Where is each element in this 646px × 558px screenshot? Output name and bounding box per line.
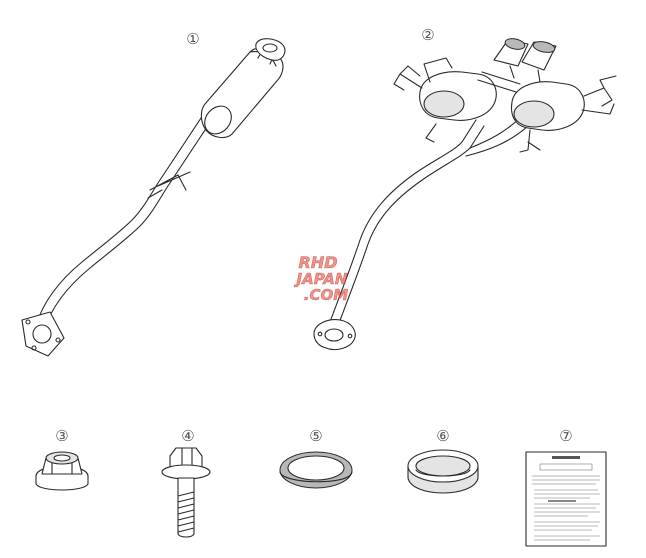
label-part-5: ⑤ xyxy=(309,427,322,445)
rear-muffler-part: ② xyxy=(313,26,617,351)
watermark-line-2: JAPAN xyxy=(294,270,348,288)
label-part-6: ⑥ xyxy=(436,427,449,445)
label-part-7: ⑦ xyxy=(559,427,572,445)
instruction-sheet-part: ⑦ xyxy=(525,427,607,547)
label-part-1: ① xyxy=(186,30,199,48)
front-pipe-part: ① xyxy=(21,30,286,357)
gasket-thin-part: ⑤ xyxy=(279,427,353,489)
watermark-line-1: RHD xyxy=(299,253,338,272)
flange-bolt-part: ④ xyxy=(161,427,211,538)
watermark-line-3: .COM xyxy=(304,286,348,304)
flange-nut-part: ③ xyxy=(35,427,89,491)
label-part-4: ④ xyxy=(181,427,194,445)
gasket-thick-part: ⑥ xyxy=(407,427,479,494)
watermark-logo: RHD JAPAN .COM xyxy=(293,253,348,305)
label-part-3: ③ xyxy=(55,427,68,445)
label-part-2: ② xyxy=(421,26,434,44)
